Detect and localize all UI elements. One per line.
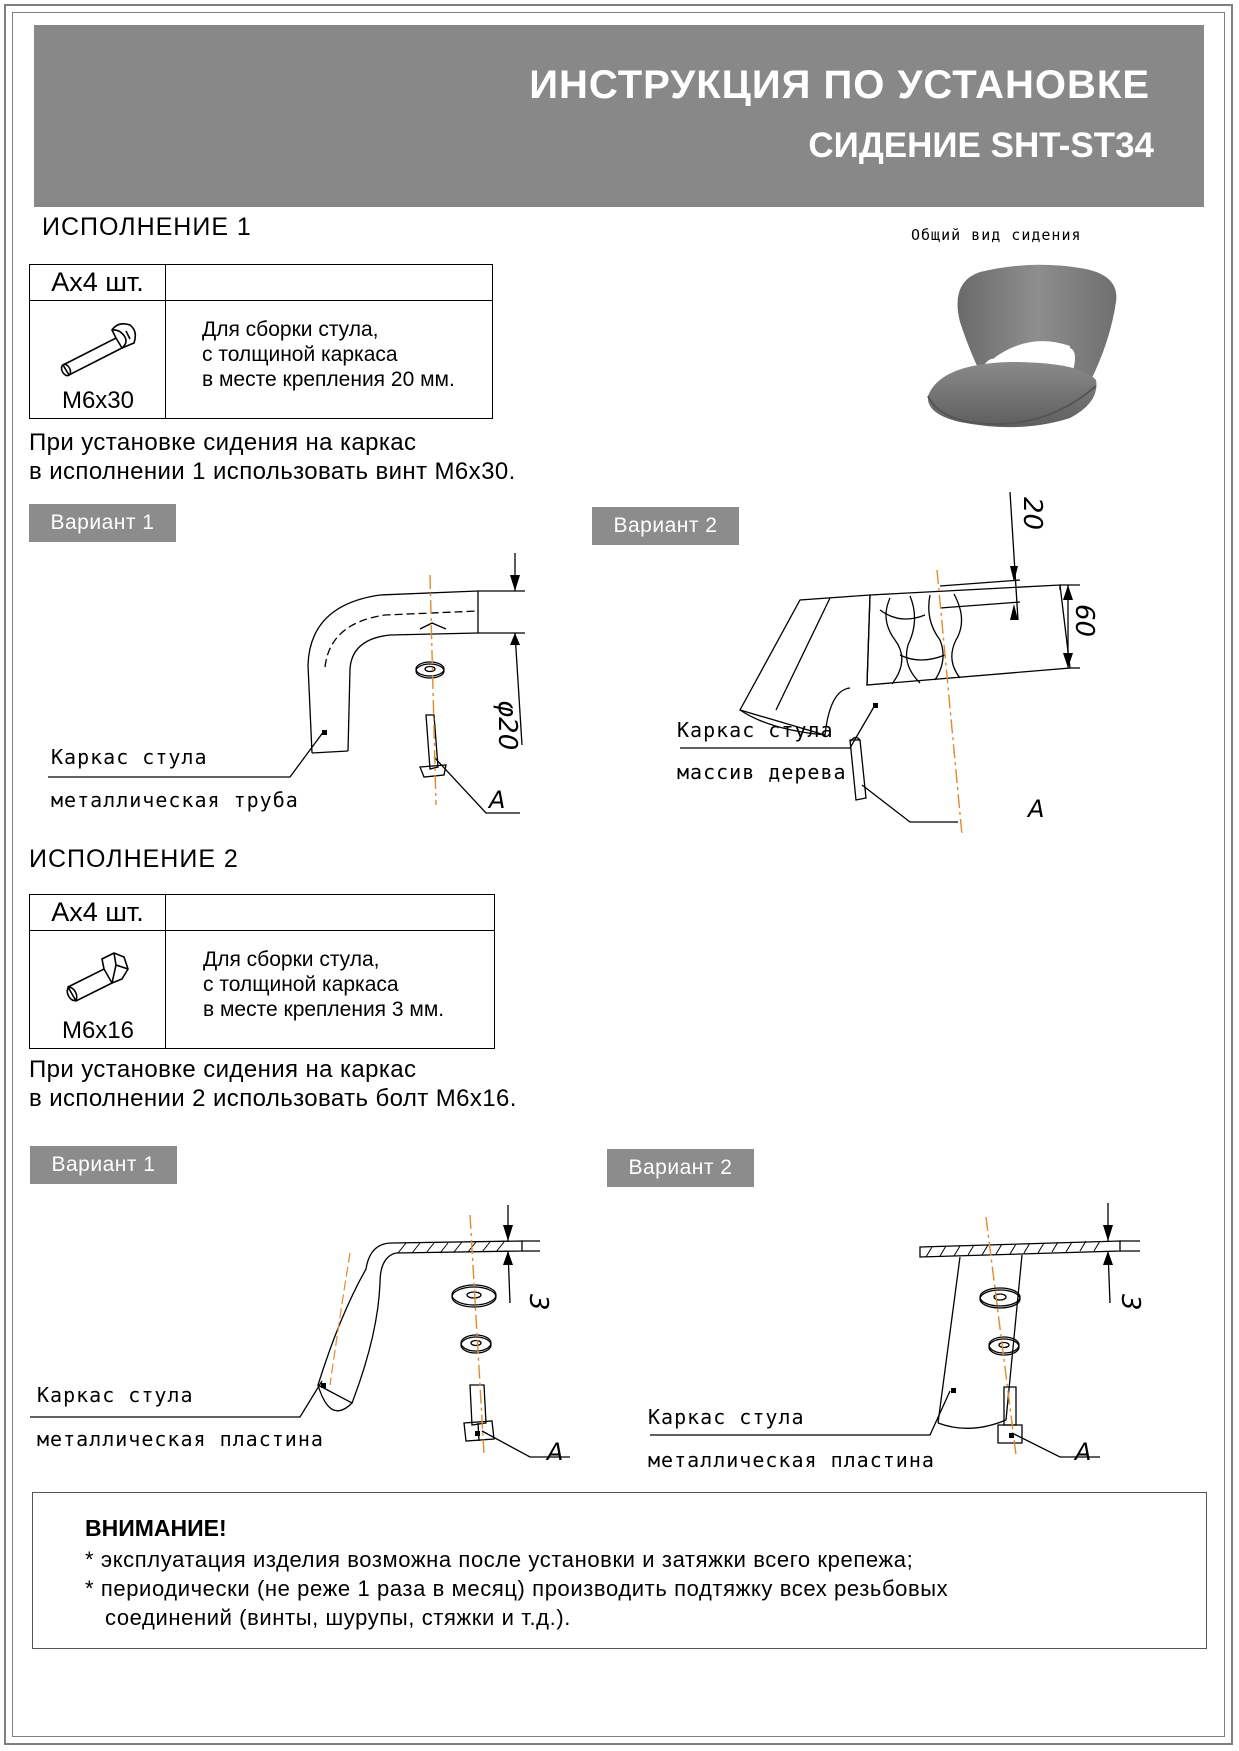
s2-v2-label-sub: металлическая пластина: [648, 1448, 935, 1472]
s2-v1-part-letter: A: [547, 1438, 564, 1466]
s1-v2-dim-b: 60: [1069, 604, 1099, 638]
page-subtitle: СИДЕНИЕ SHT-ST34: [808, 126, 1154, 165]
page-frame-outer: [4, 4, 1233, 1745]
s2-v2-label-main: Каркас стула: [648, 1405, 805, 1429]
s1-variant2-drawing: [680, 491, 1080, 836]
warning-box: ВНИМАНИЕ! * эксплуатация изделия возможн…: [32, 1492, 1207, 1649]
s2-v2-part-letter: A: [1075, 1438, 1092, 1466]
warning-line2: * периодически (не реже 1 раза в месяц) …: [85, 1576, 949, 1601]
section2-instruction-line2: в исполнении 2 использовать болт M6x16.: [29, 1085, 517, 1112]
section2-title: ИСПОЛНЕНИЕ 2: [29, 845, 239, 873]
warning-line1: * эксплуатация изделия возможна после ус…: [85, 1547, 914, 1572]
s1-variant2-badge: Вариант 2: [592, 507, 739, 545]
section1-parts-table: Аx4 шт. M6x30 Для сборки стула, с толщин…: [29, 264, 493, 419]
s1-v1-label-main: Каркас стула: [51, 745, 208, 769]
section1-quantity-cell: Аx4 шт.: [30, 265, 166, 301]
section2-desc-line2: с толщиной каркаса: [203, 973, 399, 996]
s2-v1-label-sub: металлическая пластина: [37, 1427, 324, 1451]
s1-v2-part-letter: A: [1028, 795, 1045, 823]
s1-v2-label-main: Каркас стула: [677, 718, 834, 742]
page-frame-inner: [12, 12, 1225, 1737]
chair-seat-illustration: [927, 264, 1117, 428]
section1-title: ИСПОЛНЕНИЕ 1: [42, 213, 252, 241]
section2-quantity: Аx4 шт.: [51, 897, 144, 927]
section2-desc-line1: Для сборки стула,: [203, 948, 380, 971]
section1-instruction-line2: в исполнении 1 использовать винт M6x30.: [29, 458, 516, 485]
s2-v2-dim: 3: [1115, 1294, 1145, 1311]
section2-description: Для сборки стула, с толщиной каркаса в м…: [203, 947, 444, 1022]
section1-desc-line3: в месте крепления 20 мм.: [202, 368, 455, 391]
header-banner: ИНСТРУКЦИЯ ПО УСТАНОВКЕ СИДЕНИЕ SHT-ST34: [34, 25, 1204, 207]
s2-variant1-badge: Вариант 1: [30, 1146, 177, 1184]
bolt-icon: [66, 952, 129, 1003]
section1-header-blank: [166, 265, 492, 301]
s1-variant1-badge: Вариант 1: [29, 504, 176, 542]
section1-instruction-line1: При установке сидения на каркас: [29, 429, 417, 456]
section1-desc-line1: Для сборки стула,: [202, 318, 379, 341]
page-title: ИНСТРУКЦИЯ ПО УСТАНОВКЕ: [529, 63, 1150, 107]
screw-icon: [60, 323, 137, 377]
s1-v1-label-sub: металлическая труба: [51, 788, 299, 812]
section2-quantity-cell: Аx4 шт.: [30, 895, 166, 931]
section2-instruction-line1: При установке сидения на каркас: [29, 1056, 417, 1083]
section1-part-size: M6x30: [61, 387, 135, 414]
warning-line3: соединений (винты, шурупы, стяжки и т.д.…: [105, 1605, 571, 1630]
section1-quantity: Аx4 шт.: [51, 267, 144, 297]
s2-variant1-drawing: [30, 1205, 570, 1458]
s1-v2-label-sub: массив дерева: [677, 760, 847, 784]
section2-desc-line3: в месте крепления 3 мм.: [203, 998, 445, 1021]
s1-v2-dim-a: 20: [1017, 497, 1047, 531]
s2-v1-dim: 3: [523, 1294, 553, 1311]
section1-description: Для сборки стула, с толщиной каркаса в м…: [202, 317, 455, 392]
section2-header-blank: [166, 895, 494, 931]
section2-part-size: M6x16: [61, 1017, 135, 1044]
section1-instruction: При установке сидения на каркас в исполн…: [29, 428, 516, 486]
s1-v1-part-letter: A: [489, 786, 506, 814]
section2-instruction: При установке сидения на каркас в исполн…: [29, 1055, 517, 1113]
section1-desc-line2: с толщиной каркаса: [202, 343, 398, 366]
section2-parts-table: Аx4 шт. M6x16 Для сборки стула, с толщин…: [29, 894, 495, 1049]
overview-label: Общий вид сидения: [911, 226, 1082, 244]
s2-variant2-badge: Вариант 2: [607, 1149, 754, 1187]
s2-variant2-drawing: [650, 1203, 1140, 1458]
s1-v1-dim: φ20: [492, 700, 522, 751]
section1-part-cell: M6x30: [30, 301, 166, 418]
s2-v1-label-main: Каркас стула: [37, 1383, 194, 1407]
s1-variant1-drawing: [48, 553, 525, 814]
warning-title: ВНИМАНИЕ!: [85, 1515, 227, 1541]
section2-part-cell: M6x16: [30, 931, 166, 1048]
